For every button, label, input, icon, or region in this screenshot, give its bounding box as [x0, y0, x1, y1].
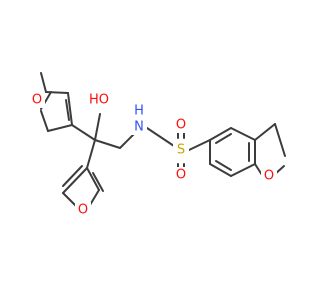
bond	[215, 133, 232, 144]
label-bg	[131, 104, 147, 118]
bond	[40, 110, 49, 132]
bond	[230, 127, 256, 141]
label-bg	[29, 92, 45, 108]
amine-hydrogen-label: H	[134, 104, 144, 119]
bond	[40, 72, 47, 93]
bond	[119, 133, 135, 149]
bond	[86, 167, 100, 191]
bond	[62, 165, 83, 187]
sulfur-label: S	[177, 143, 185, 158]
structure-svg: O HO O H N S O O O	[29, 72, 286, 218]
label-bg	[173, 142, 189, 158]
bond	[45, 91, 69, 94]
label-bg	[173, 167, 189, 183]
bond	[47, 124, 73, 132]
molecule-diagram: O HO O H N S O O O	[29, 72, 286, 218]
dihydrofuran-oxygen-label: O	[264, 169, 274, 184]
bond	[254, 163, 263, 176]
bond	[230, 163, 256, 177]
hydroxyl-label: HO	[89, 93, 109, 108]
bond	[215, 160, 232, 171]
atom-label-group: O HO O H N S O O O	[29, 92, 277, 218]
bond	[62, 167, 88, 194]
sulfonyl-oxygen-label: O	[176, 118, 186, 133]
bond	[209, 127, 232, 141]
label-bg	[75, 202, 91, 218]
bond	[274, 123, 286, 157]
bond	[94, 139, 121, 149]
bond	[71, 124, 96, 141]
bond	[146, 127, 175, 147]
label-bg	[173, 117, 189, 133]
sulfonyl-oxygen-label: O	[176, 168, 186, 183]
label-bg	[261, 168, 277, 184]
bond	[188, 139, 211, 151]
label-bg	[85, 92, 113, 108]
bond	[254, 123, 276, 141]
furan-oxygen-label: O	[78, 203, 88, 218]
bond	[86, 139, 96, 169]
amine-nitrogen-label: N	[134, 120, 144, 135]
bond	[65, 99, 70, 121]
bond	[67, 92, 73, 126]
bond	[209, 163, 232, 177]
bond	[94, 113, 101, 141]
bond	[92, 172, 104, 192]
label-bg	[131, 119, 147, 135]
bond-group	[40, 72, 286, 211]
furan-oxygen-label: O	[32, 93, 42, 108]
